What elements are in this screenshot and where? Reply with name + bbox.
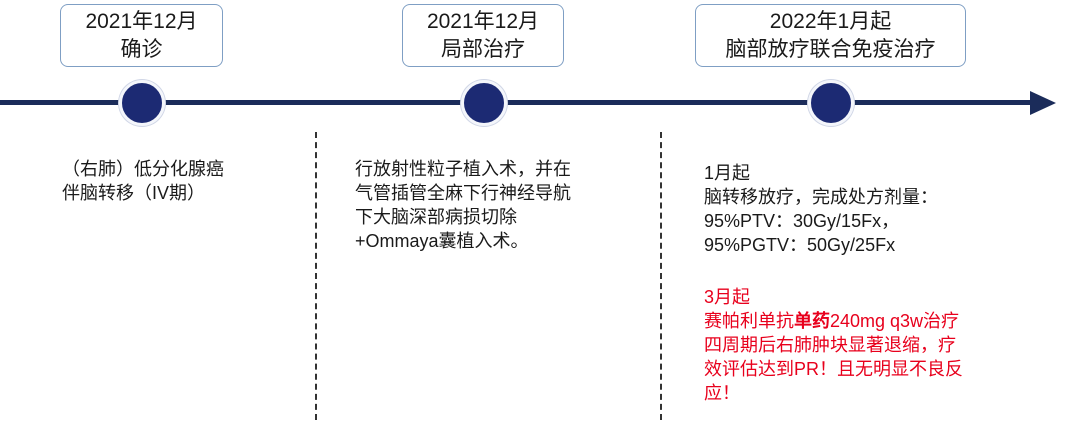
timeline-dot-3 xyxy=(808,80,854,126)
text-line: 气管插管全麻下行神经导航 xyxy=(355,183,571,203)
timeline-dot-1 xyxy=(119,80,165,126)
text-line: 赛帕利单抗单药240mg q3w治疗 xyxy=(704,309,963,333)
column-divider-2 xyxy=(660,132,662,420)
column-divider-1 xyxy=(315,132,317,420)
section-title: 1月起 xyxy=(704,163,751,183)
immunotherapy-description: 3月起 赛帕利单抗单药240mg q3w治疗 四周期后右肺肿块显著退缩，疗 效评… xyxy=(704,285,963,405)
stage-box-diagnosis: 2021年12月 确诊 xyxy=(60,4,223,67)
text-line: 脑转移放疗，完成处方剂量： xyxy=(704,187,938,207)
stage-box-local-treatment: 2021年12月 局部治疗 xyxy=(402,4,564,67)
stage-date: 2021年12月 xyxy=(426,9,540,33)
text-line: 95%PTV：30Gy/15Fx， xyxy=(704,211,900,231)
timeline-dot-2 xyxy=(461,80,507,126)
stage-date: 2022年1月起 xyxy=(769,9,892,33)
diagnosis-description: （右肺）低分化腺癌 伴脑转移（IV期） xyxy=(62,157,224,205)
stage-event: 局部治疗 xyxy=(441,37,525,61)
monotherapy-highlight: 单药 xyxy=(794,311,830,331)
local-treatment-description: 行放射性粒子植入术，并在 气管插管全麻下行神经导航 下大脑深部病损切除 +Omm… xyxy=(355,157,571,253)
text-line: 效评估达到PR！且无明显不良反 xyxy=(704,359,964,379)
timeline-axis xyxy=(0,100,1032,105)
text-line: 应！ xyxy=(704,383,740,403)
stage-box-radio-immuno: 2022年1月起 脑部放疗联合免疫治疗 xyxy=(695,4,966,67)
section-title: 3月起 xyxy=(704,287,751,307)
radiotherapy-description: 1月起 脑转移放疗，完成处方剂量： 95%PTV：30Gy/15Fx， 95%P… xyxy=(704,161,938,257)
text-line: 下大脑深部病损切除 xyxy=(355,207,517,227)
text-line: 行放射性粒子植入术，并在 xyxy=(355,159,571,179)
text-line: 伴脑转移（IV期） xyxy=(62,183,206,203)
stage-event: 脑部放疗联合免疫治疗 xyxy=(725,37,936,61)
stage-date: 2021年12月 xyxy=(85,9,198,33)
drug-name: 赛帕利单抗 xyxy=(704,311,794,331)
text-line: 95%PGTV：50Gy/25Fx xyxy=(704,235,896,255)
timeline-arrow-icon xyxy=(1030,91,1056,115)
text-line: 四周期后右肺肿块显著退缩，疗 xyxy=(704,335,956,355)
text-line: （右肺）低分化腺癌 xyxy=(62,159,224,179)
dosage: 240mg q3w治疗 xyxy=(830,311,960,331)
stage-event: 确诊 xyxy=(120,37,163,61)
text-line: +Ommaya囊植入术。 xyxy=(355,231,529,251)
